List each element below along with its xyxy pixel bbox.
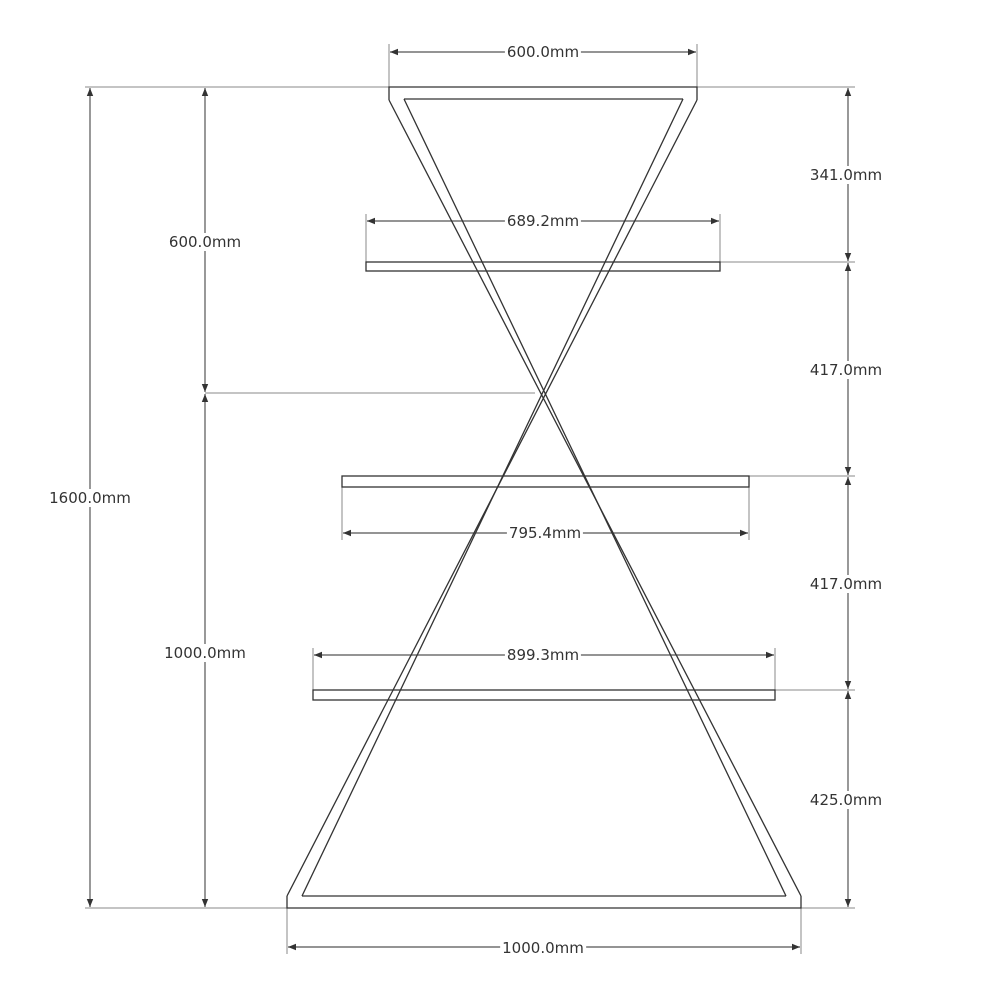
label-gap2: 417.0mm — [807, 361, 885, 379]
label-gap1: 341.0mm — [807, 166, 885, 184]
label-lower-height: 1000.0mm — [162, 644, 248, 662]
label-base-width: 1000.0mm — [500, 939, 586, 957]
label-shelf1-width: 689.2mm — [504, 212, 582, 230]
label-upper-height: 600.0mm — [166, 233, 244, 251]
shelf-3 — [312, 689, 776, 701]
shelf-1 — [365, 261, 721, 272]
shelf-2 — [341, 475, 750, 488]
shelves — [312, 261, 776, 701]
x-frame — [286, 86, 802, 909]
label-shelf2-width: 795.4mm — [506, 524, 584, 542]
label-gap3: 417.0mm — [807, 575, 885, 593]
label-total-height: 1600.0mm — [47, 489, 133, 507]
label-shelf3-width: 899.3mm — [504, 646, 582, 664]
dimension-lines — [86, 48, 852, 951]
extension-lines — [85, 44, 855, 954]
label-top-width: 600.0mm — [504, 43, 582, 61]
label-gap4: 425.0mm — [807, 791, 885, 809]
